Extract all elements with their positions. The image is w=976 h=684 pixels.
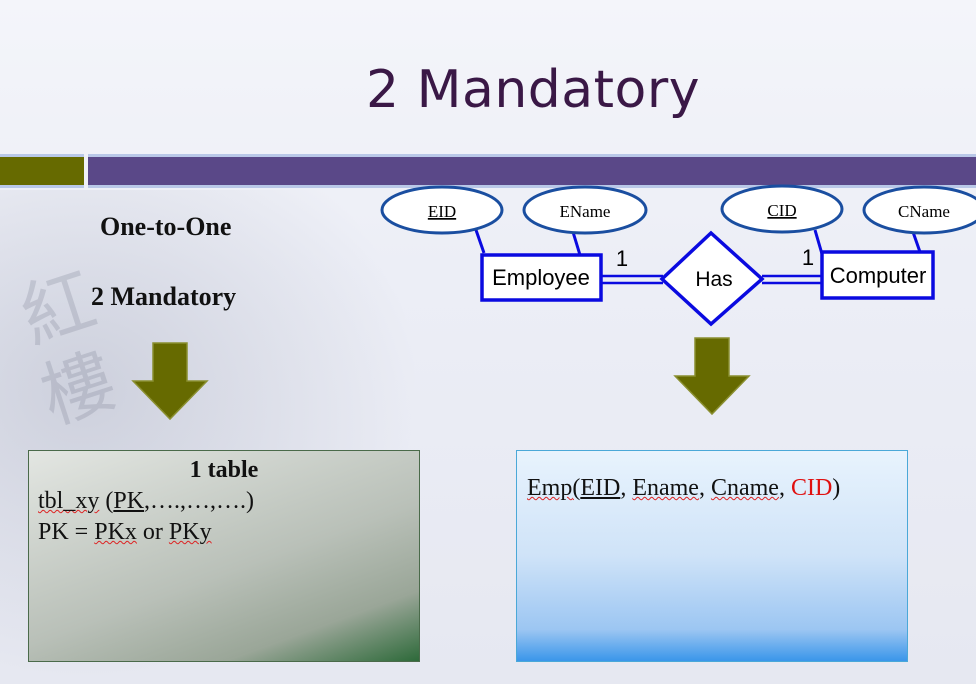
emp-col-cname: Cname — [710, 475, 779, 501]
relationship-type-label: One-to-One — [100, 212, 232, 241]
table-pk: PK — [113, 488, 145, 514]
single-table-heading: 1 table — [189, 457, 259, 483]
single-table-box: 1 table tbl_xy (PK,….,…,….) PK = PKx or … — [28, 450, 420, 662]
comma: , — [620, 475, 633, 501]
cardinality-left: 1 — [616, 246, 628, 271]
attr-eid-text: EID — [428, 202, 456, 221]
emp-close-paren: ) — [832, 475, 841, 501]
pk-y: PKy — [168, 519, 212, 545]
emp-col-cid-foreign-key: CID — [790, 475, 833, 501]
cid-connector — [813, 229, 824, 255]
entity-employee-label: Employee — [492, 265, 590, 290]
title-band-right — [88, 154, 976, 188]
attr-cname-text: CName — [898, 202, 950, 221]
attribute-eid — [380, 185, 504, 235]
emp-col-ename: Ename — [632, 475, 699, 501]
relationship-has-label: Has — [695, 268, 732, 291]
table-definition: tbl_xy (PK,….,…,….) — [38, 488, 419, 515]
table-name: tbl_xy — [38, 488, 100, 514]
entity-computer — [820, 250, 935, 300]
participation-label: 2 Mandatory — [91, 282, 237, 311]
table-columns: ,….,…,…. — [144, 488, 247, 514]
cardinality-right: 1 — [802, 245, 814, 270]
emp-table-box: Emp(EID, Ename, Cname, CID) — [516, 450, 908, 662]
attr-cid-text: CID — [767, 201, 796, 220]
comma: , — [778, 475, 791, 501]
cname-connector — [911, 231, 922, 253]
relationship-has — [659, 230, 765, 327]
slide-title: 2 Mandatory — [365, 60, 701, 120]
attribute-ename — [522, 185, 648, 235]
pk-prefix: PK = — [38, 519, 95, 545]
entity-computer-label: Computer — [830, 263, 927, 288]
pk-x: PKx — [94, 519, 137, 545]
close-paren: ) — [246, 488, 255, 514]
attr-ename-text: EName — [560, 202, 611, 221]
emp-table-definition: Emp(EID, Ename, Cname, CID) — [527, 475, 907, 502]
ename-connector — [571, 231, 582, 256]
entity-employee — [480, 253, 603, 302]
emp-col-eid: EID — [580, 475, 621, 501]
emp-open-paren: ( — [572, 475, 581, 501]
emp-table-name: Emp — [527, 475, 573, 501]
open-paren: ( — [105, 488, 114, 514]
comma: , — [698, 475, 711, 501]
eid-connector — [474, 229, 486, 254]
down-arrow-icon — [673, 337, 751, 416]
title-band-left — [0, 154, 84, 188]
down-arrow-icon — [131, 342, 209, 421]
pk-or: or — [136, 519, 169, 545]
pk-definition: PK = PKx or PKy — [38, 519, 419, 546]
attribute-cid — [720, 184, 844, 234]
attribute-cname — [862, 185, 976, 235]
